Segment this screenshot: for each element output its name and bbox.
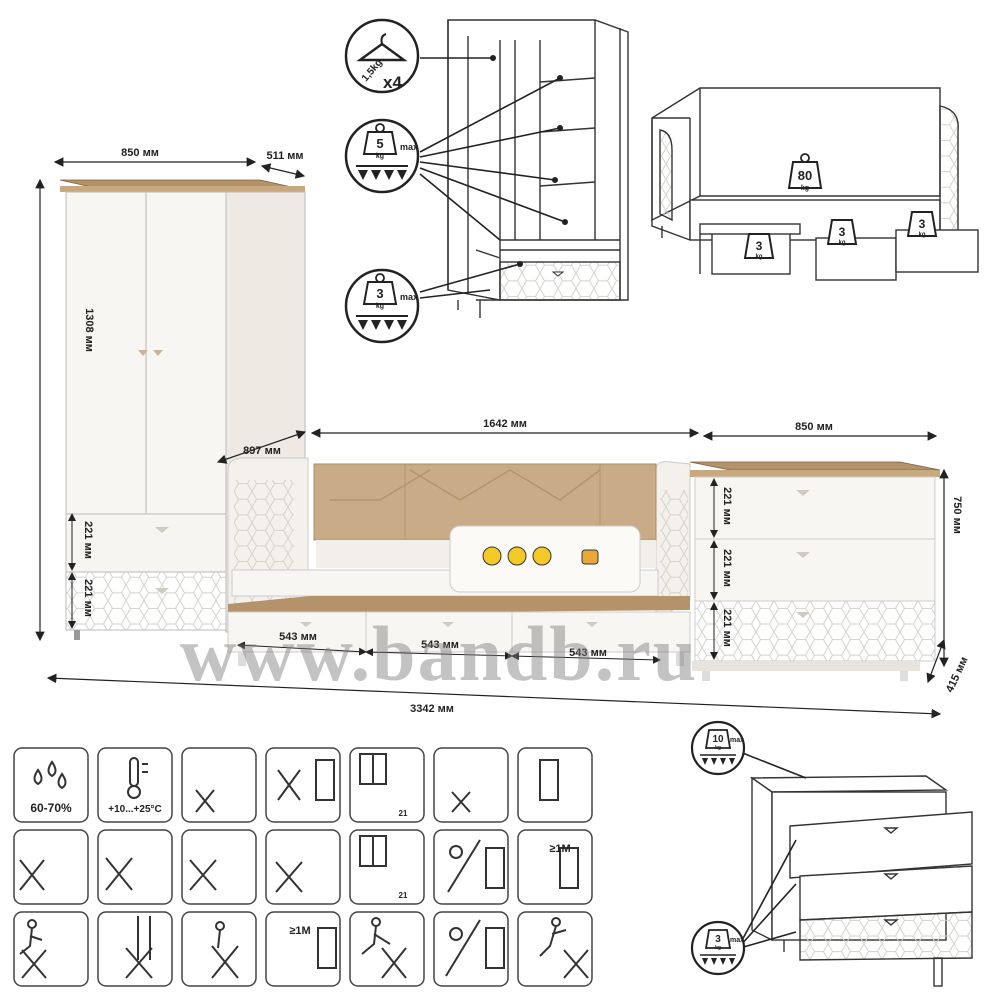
bed-depth-label: 897 мм — [243, 445, 281, 457]
care-icon-sunlight — [433, 829, 509, 905]
shelf-load-badge: 5 kg max — [344, 118, 420, 194]
care-icon-heater-distance — [517, 829, 593, 905]
dresser-pointer-lines — [739, 751, 807, 949]
care-icon-window-2 — [349, 829, 425, 905]
shelf-load-unit: kg — [376, 153, 384, 160]
bed-length-label: 1642 мм — [483, 418, 527, 430]
thermometer-icon — [129, 757, 139, 787]
care-icon-window — [349, 747, 425, 823]
hanger-icon — [356, 42, 408, 62]
distance-label-2: ≥1M — [289, 925, 310, 937]
drawer-load-unit: kg — [376, 303, 384, 310]
drawer-load-badge: 3 kg max — [344, 268, 420, 344]
weight-icon — [362, 131, 398, 155]
bed-drawer-load-value: 3 — [919, 217, 926, 231]
dresser-drawer-load-badge: 3 kg max — [690, 920, 746, 976]
dresser — [689, 461, 941, 681]
distance-label-1: ≥1M — [549, 843, 570, 855]
care-icon-sunlight-2 — [433, 911, 509, 987]
care-icon-humidity — [13, 747, 89, 823]
bee-icon — [507, 546, 527, 566]
dresser-drawer-load-max: max — [730, 937, 744, 944]
bee-icon — [532, 546, 552, 566]
wardrobe-height-label: 1308 мм — [83, 308, 95, 352]
top-load-max: max — [730, 737, 744, 744]
total-length-label: 3342 мм — [410, 703, 454, 715]
bed — [227, 457, 691, 666]
water-drops-icon — [33, 760, 67, 790]
dresser-drawer-1-label: 221 мм — [721, 487, 733, 525]
top-load-value: 10 — [712, 734, 724, 745]
bed-drawer-3-label: 543 мм — [569, 647, 607, 659]
grid-number-2: 21 — [399, 891, 408, 900]
sun-icon — [449, 927, 463, 941]
bee-icon — [482, 546, 502, 566]
care-icon-no-stand — [97, 911, 173, 987]
weight-icon — [362, 281, 398, 305]
bed-load-unit: kg — [801, 185, 809, 192]
door-handle-left — [138, 350, 148, 356]
care-icon-wardrobe — [517, 747, 593, 823]
care-icon-no-spill — [13, 829, 89, 905]
dresser-width-label: 850 мм — [795, 421, 833, 433]
wardrobe-depth-label: 511 мм — [266, 150, 303, 162]
dresser-diagram — [749, 775, 973, 987]
care-icon-no-lean — [517, 911, 593, 987]
dresser-drawer-3-label: 221 мм — [721, 609, 733, 647]
bed-drawer-1-label: 543 мм — [279, 631, 317, 643]
door-handle-right — [153, 350, 163, 356]
bed-load-value: 80 — [798, 168, 812, 183]
top-load-badge: 10 kg max — [690, 720, 746, 776]
dresser-depth-label: 415 мм — [944, 655, 971, 694]
care-icons-grid — [13, 747, 593, 987]
grid-number-1: 21 — [399, 809, 408, 818]
care-icon-temperature — [97, 747, 173, 823]
bed-drawer-load-unit: kg — [918, 232, 925, 238]
care-icon-no-jump — [181, 911, 257, 987]
temperature-label: +10...+25°C — [108, 804, 161, 815]
hanger-load-badge: 1,5kg x4 — [344, 18, 420, 94]
drawer-load-max: max — [400, 292, 418, 302]
care-icon-no-drag — [349, 911, 425, 987]
care-icon-no-cleaning — [265, 747, 341, 823]
care-icon-no-hammer — [265, 829, 341, 905]
care-icon-no-liquid — [97, 829, 173, 905]
bed-drawer-load-unit: kg — [838, 240, 845, 246]
sun-icon — [449, 845, 463, 859]
pointer-lines — [419, 57, 566, 299]
dresser-drawer-2-label: 221 мм — [721, 549, 733, 587]
bed-drawer-load-value: 3 — [839, 225, 846, 239]
shelf-load-value: 5 — [376, 136, 383, 151]
bed-load-badge: 80 kg — [787, 153, 823, 192]
top-load-unit: kg — [715, 745, 721, 751]
hanger-count: x4 — [383, 73, 402, 92]
bed-drawer-load-value: 3 — [756, 239, 763, 253]
wardrobe-drawer-2-label: 221 мм — [82, 579, 94, 617]
dresser-drawer-load-unit: kg — [715, 945, 721, 951]
watermark: www.bandb.ru — [180, 610, 698, 697]
care-icon-no-heavy — [433, 747, 509, 823]
drawer-load-value: 3 — [376, 286, 383, 301]
care-icon-assembly — [181, 747, 257, 823]
care-icon-no-tilt — [181, 829, 257, 905]
dresser-height-label: 750 мм — [951, 496, 963, 534]
dresser-drawer-load-value: 3 — [715, 934, 721, 945]
wardrobe-interior-diagram — [447, 19, 629, 318]
care-icon-heater-distance-2 — [265, 911, 341, 987]
shelf-load-max: max — [400, 142, 418, 152]
care-icon-glyphs — [19, 753, 589, 979]
bed-drawer-load-badges: 3 kg 3 kg 3 kg — [743, 211, 938, 260]
wardrobe-width-label: 850 мм — [121, 147, 159, 159]
honey-pot-icon — [581, 549, 599, 565]
humidity-label: 60-70% — [30, 801, 72, 815]
bed-drawer-load-unit: kg — [755, 254, 762, 260]
bed-drawer-2-label: 543 мм — [421, 639, 459, 651]
care-icon-no-climb — [13, 911, 89, 987]
wardrobe-drawer-1-label: 221 мм — [82, 521, 94, 559]
